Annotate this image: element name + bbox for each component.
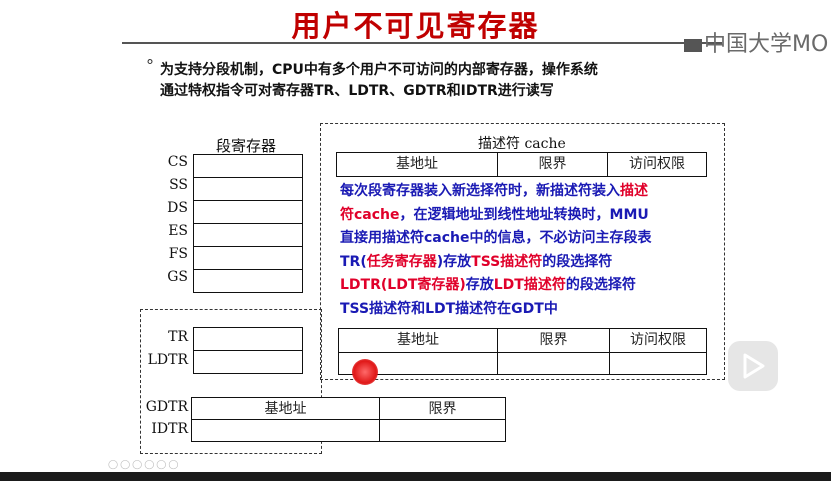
cache-col-access: 访问权限 [629, 156, 685, 172]
descriptor-cache-title: 描述符 cache [478, 136, 566, 152]
tr-cache-col-divider-1 [497, 329, 498, 374]
gdtr-idtr-table: 基地址 限界 [191, 397, 506, 442]
seg-box-gs [193, 269, 303, 293]
watermark-text: 中国大学MO [704, 32, 829, 57]
seg-box-fs [193, 246, 303, 270]
seg-box-es [193, 223, 303, 247]
descriptor-cache-outline [320, 123, 725, 380]
segment-registers-title: 段寄存器 [216, 137, 277, 155]
bullet-text: 为支持分段机制，CPU中有多个用户不可访问的内部寄存器，操作系统 通过特权指令可… [160, 60, 760, 102]
slide-nav-icons[interactable]: ◯◯◯◯◯◯ [108, 460, 181, 470]
camera-icon [684, 38, 702, 52]
tr-label: TR [168, 329, 188, 345]
tr-cache-col-limit: 限界 [539, 332, 568, 348]
seg-label-ds: DS [167, 200, 188, 216]
slide-title: 用户不可见寄存器 [291, 9, 540, 43]
cache-text-line-2: 符cache，在逻辑地址到线性地址转换时，MMU [340, 206, 649, 223]
tr-cache-col-access: 访问权限 [630, 332, 686, 348]
system-registers-outline [140, 309, 322, 454]
cache-text-line-6: TSS描述符和LDT描述符在GDT中 [340, 300, 558, 317]
cache-text-line-5: LDTR(LDT寄存器)存放LDT描述符的段选择符 [340, 277, 636, 293]
ldtr-box [193, 350, 303, 374]
title-underline [122, 42, 722, 44]
seg-box-ds [193, 200, 303, 224]
tr-box [193, 327, 303, 351]
cache-text-line-3: 直接用描述符cache中的信息，不必访问主存段表 [340, 230, 652, 246]
cache-text-line-4: TR(任务寄存器)存放TSS描述符的段选择符 [340, 253, 613, 270]
gdtr-row-divider [192, 419, 505, 420]
play-button[interactable] [728, 341, 778, 391]
seg-label-fs: FS [168, 246, 188, 262]
bullet-symbol: ° [146, 56, 154, 75]
video-control-bar [0, 472, 831, 481]
watermark: 中国大学MO [684, 26, 828, 58]
bullet-line-1: 为支持分段机制，CPU中有多个用户不可访问的内部寄存器，操作系统 [160, 62, 598, 78]
laser-pointer-cursor [352, 359, 378, 385]
idtr-label: IDTR [151, 421, 188, 437]
tr-cache-table: 基地址 限界 访问权限 [338, 328, 707, 375]
gdtr-col-divider [379, 398, 380, 441]
cache-explanation: 每次段寄存器装入新选择符时，新描述符装入描述 符cache，在逻辑地址到线性地址… [340, 180, 652, 321]
bullet-line-2: 通过特权指令可对寄存器TR、LDTR、GDTR和IDTR进行读写 [160, 83, 554, 99]
tr-cache-row-divider [339, 352, 706, 353]
tr-cache-col-divider-2 [609, 329, 610, 374]
ldtr-label: LDTR [147, 352, 188, 368]
cache-col-divider-1 [497, 153, 498, 176]
gdtr-label: GDTR [145, 399, 188, 415]
seg-label-ss: SS [169, 177, 188, 193]
seg-box-ss [193, 177, 303, 201]
cache-text-line-1: 每次段寄存器装入新选择符时，新描述符装入描述 [340, 183, 648, 199]
seg-label-cs: CS [167, 154, 188, 170]
seg-box-cs [193, 154, 303, 178]
seg-label-es: ES [168, 223, 188, 239]
descriptor-cache-header: 基地址 限界 访问权限 [336, 152, 707, 177]
tr-cache-col-base: 基地址 [397, 332, 439, 348]
cache-col-limit: 限界 [538, 156, 567, 172]
gdtr-col-base: 基地址 [264, 401, 307, 417]
play-icon [743, 353, 765, 379]
gdtr-col-limit: 限界 [428, 401, 457, 417]
seg-label-gs: GS [167, 269, 188, 285]
cache-col-divider-2 [607, 153, 608, 176]
cache-col-base: 基地址 [396, 156, 438, 172]
